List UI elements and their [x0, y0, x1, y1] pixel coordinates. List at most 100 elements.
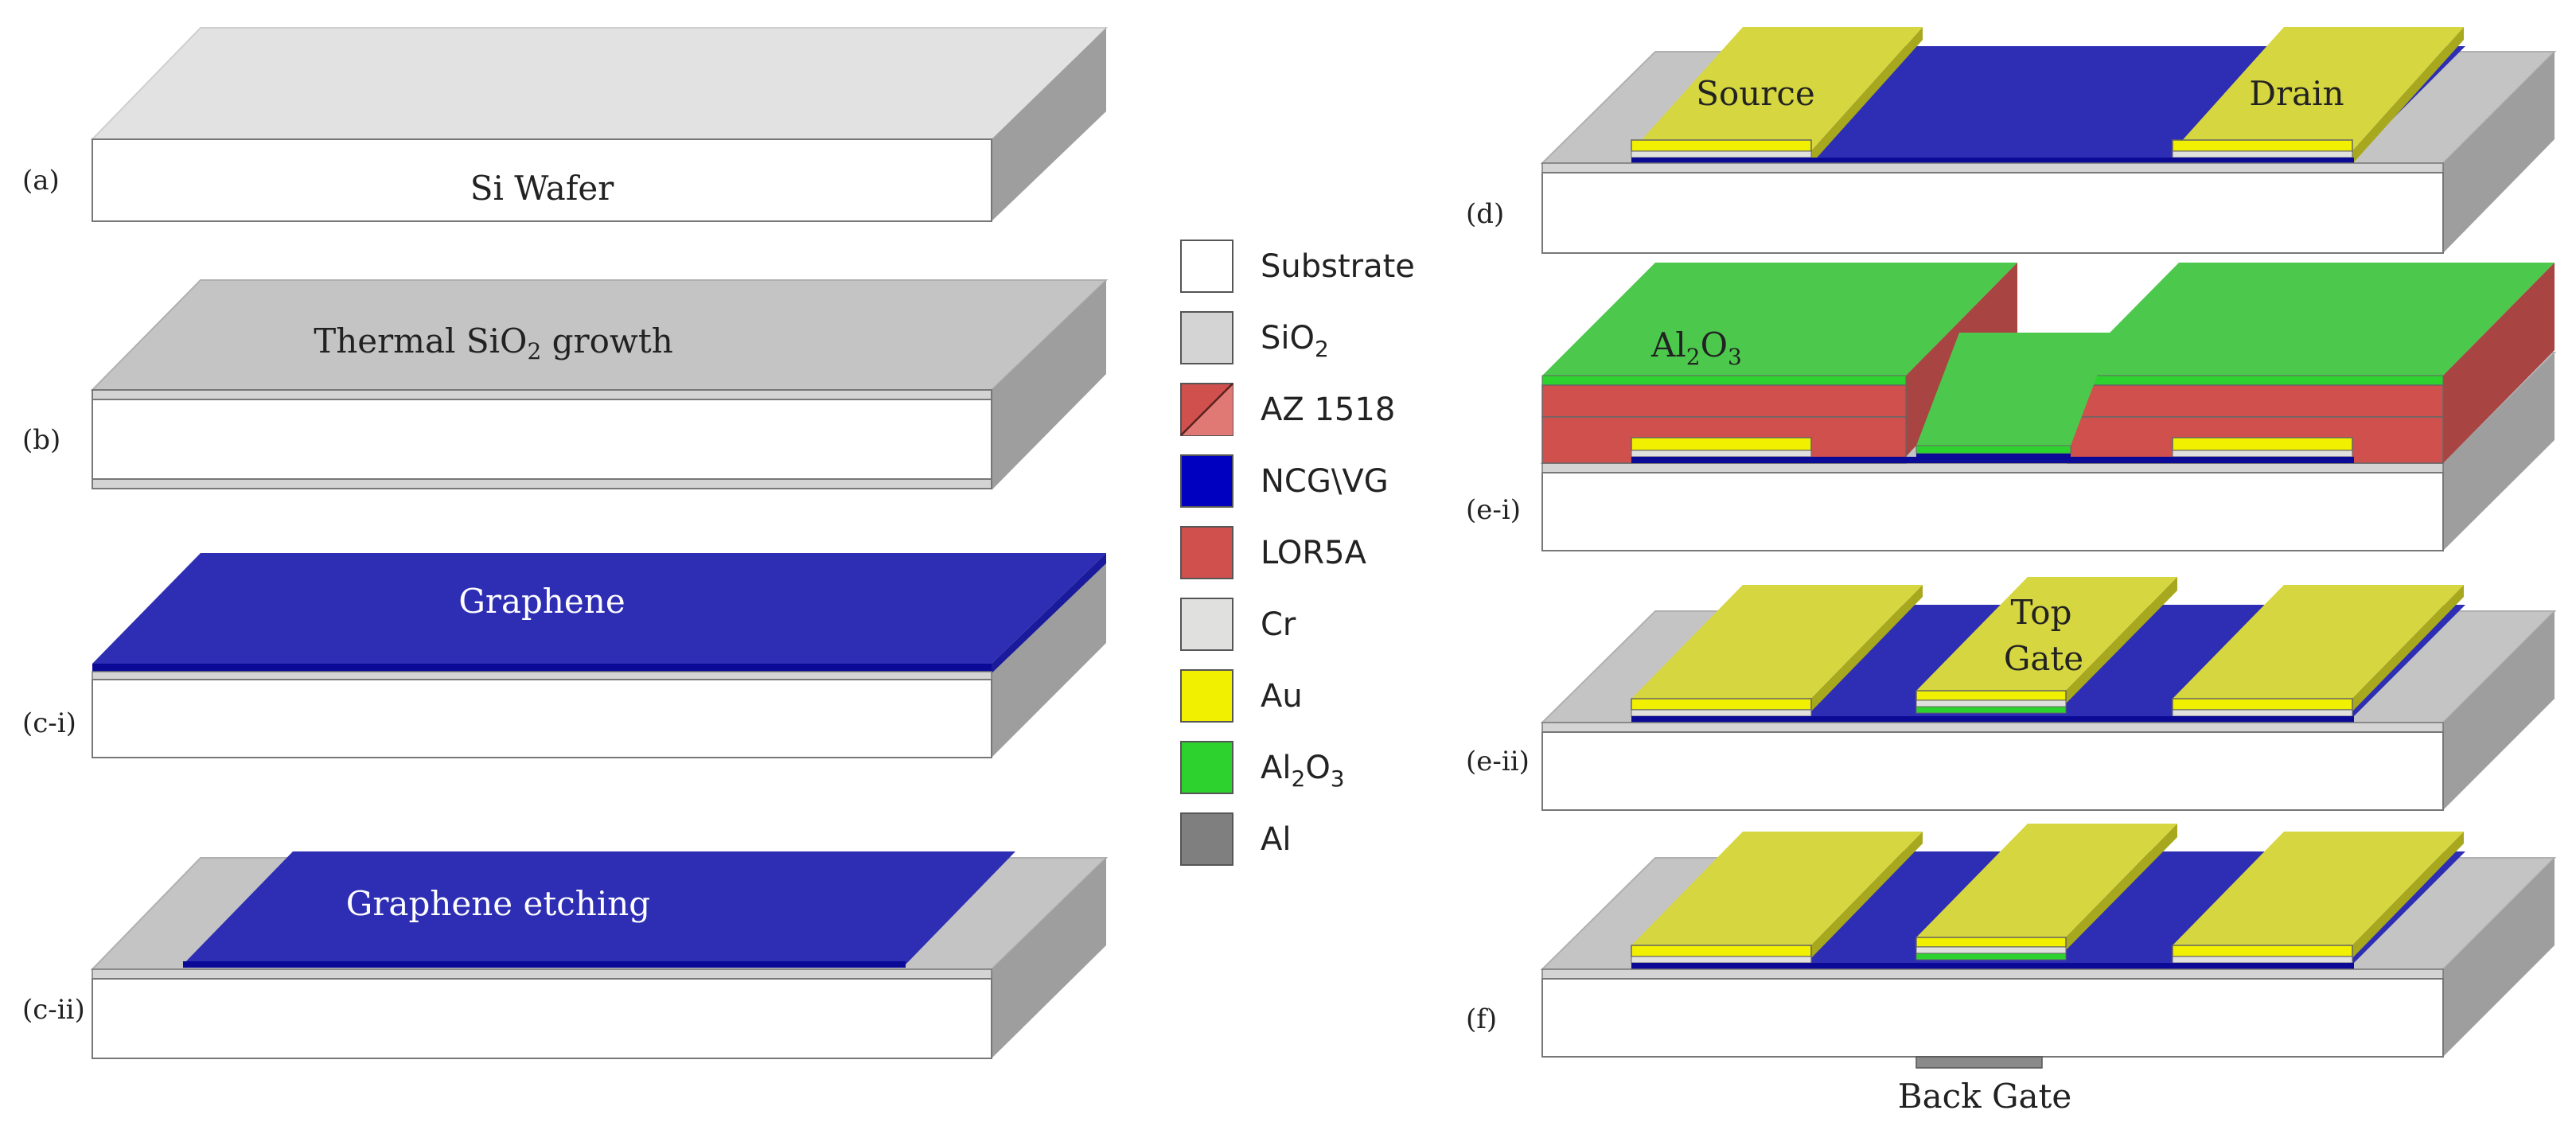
drain-pad-embedded [2172, 437, 2353, 451]
legend-swatch-cr [1180, 598, 1233, 651]
top-gate-label-line2: Gate [2004, 639, 2083, 678]
left-al2o3-front [1541, 375, 1907, 386]
legend-label-al2o3: Al2O3 [1261, 750, 1345, 792]
source-pad-front [1631, 698, 1812, 711]
substrate-front-face [1541, 172, 2444, 254]
side-face [992, 858, 1106, 1058]
sio2-layer [1541, 462, 2444, 473]
drain-pad-side [2352, 832, 2464, 958]
top-gate-top [1916, 824, 2177, 937]
right-al2o3-front [2067, 375, 2444, 386]
center-al2o3-front [1915, 445, 2071, 454]
substrate-front-face [92, 978, 992, 1059]
source-pad-side [1811, 27, 1923, 164]
legend-swatch-al2o3 [1180, 741, 1233, 794]
source-pad-side [1811, 832, 1923, 958]
legend-swatch-sio2 [1180, 311, 1233, 364]
legend-swatch-au [1180, 669, 1233, 723]
legend-swatch-ncg-vg [1180, 454, 1233, 508]
drain-pad-top [2173, 27, 2464, 151]
legend-label-al: Al [1261, 821, 1291, 858]
legend-label-az1518: AZ 1518 [1261, 392, 1395, 428]
drain-pad-front [2172, 698, 2353, 711]
graphene-strip-front [183, 961, 906, 968]
wafer-front-face [92, 138, 992, 222]
source-pad-embedded [1631, 437, 1812, 451]
legend-label-sio2: SiO2 [1261, 320, 1329, 362]
step-f-back-gate: Back Gate (f) [1466, 824, 2557, 1116]
legend-swatch-al [1180, 812, 1233, 866]
graphene-strip-top [183, 851, 1015, 964]
drain-pad-top [2173, 832, 2464, 945]
legend-label-au: Au [1261, 678, 1303, 715]
right-al2o3-top [2067, 263, 2555, 376]
source-pad-front [1631, 945, 1812, 957]
top-gate-label-line1: Top [2011, 593, 2072, 632]
back-gate-contact [1915, 1056, 2043, 1069]
left-az1518-layer [1541, 384, 1907, 418]
step-cii-label: (c-ii) [22, 994, 85, 1026]
legend-item-ncg-vg: NCG\VG [1180, 454, 1389, 508]
step-b-label: (b) [22, 424, 60, 456]
substrate-front-face [92, 679, 992, 758]
al2o3-label: Al2O3 [1650, 325, 1742, 370]
drain-cr-layer [2172, 709, 2353, 717]
step-f-label: (f) [1466, 1003, 1497, 1035]
legend-label-substrate: Substrate [1261, 248, 1415, 285]
source-pad-top [1631, 27, 1923, 151]
sio2-layer [92, 671, 992, 680]
drain-pad-front [2172, 945, 2353, 957]
graphene-front [1631, 158, 2354, 163]
legend-swatch-substrate [1180, 240, 1233, 293]
top-gate-front [1915, 937, 2067, 948]
source-label: Source [1696, 74, 1815, 113]
graphene-etching-label: Graphene etching [346, 884, 650, 923]
side-face [2443, 611, 2555, 810]
wafer-top-face [90, 27, 1109, 140]
wafer-side-face [992, 28, 1106, 221]
sio2-layer [1541, 968, 2444, 980]
top-gate-side [2066, 577, 2177, 703]
sio2-layer [92, 968, 992, 980]
substrate-front-face [1541, 472, 2444, 551]
legend: Substrate SiO2 AZ 1518 NCG\VG LOR5A Cr A… [1180, 240, 1415, 866]
drain-pad-front [2172, 139, 2353, 152]
legend-item-al2o3: Al2O3 [1180, 741, 1345, 794]
legend-item-al: Al [1180, 812, 1291, 866]
legend-label-lor5a: LOR5A [1261, 535, 1367, 571]
source-cr-layer [1631, 956, 1812, 964]
sio2-layer [1541, 162, 2444, 173]
sio2-top-layer [92, 389, 992, 400]
graphene-front [1631, 457, 2354, 463]
drain-pad-side [2352, 585, 2464, 711]
step-d-source-drain: Source Drain (d) [1466, 27, 2557, 254]
source-pad-top [1631, 832, 1923, 945]
top-gate-side [2066, 824, 2177, 950]
side-face [2443, 858, 2555, 1057]
source-cr-layer [1631, 709, 1812, 717]
sio2-bottom-layer [92, 478, 992, 489]
side-face [2443, 353, 2555, 551]
step-ei-label: (e-i) [1466, 494, 1521, 526]
legend-label-ncg-vg: NCG\VG [1261, 463, 1389, 500]
substrate-front-face [1541, 978, 2444, 1058]
thermal-oxide-label: Thermal SiO2 growth [314, 321, 673, 364]
legend-swatch-lor5a [1180, 526, 1233, 579]
drain-pad-top [2173, 585, 2464, 699]
top-gate-dielectric [1915, 706, 2067, 714]
sio2-layer [1541, 722, 2444, 733]
center-al2o3-top [1916, 333, 2113, 446]
step-eii-label: (e-ii) [1466, 746, 1530, 777]
graphene-step-side-face [992, 553, 1106, 758]
step-ei-dielectric-deposition: Al2O3 (e-i) [1466, 263, 2557, 551]
source-cr-embedded [1631, 450, 1812, 458]
source-pad-side [1811, 585, 1923, 711]
drain-label: Drain [2249, 74, 2344, 113]
source-cr-layer [1631, 150, 1812, 158]
legend-item-lor5a: LOR5A [1180, 526, 1367, 579]
right-resist-side [2443, 263, 2555, 463]
legend-item-sio2: SiO2 [1180, 311, 1329, 364]
left-al2o3-top [1542, 263, 2017, 376]
